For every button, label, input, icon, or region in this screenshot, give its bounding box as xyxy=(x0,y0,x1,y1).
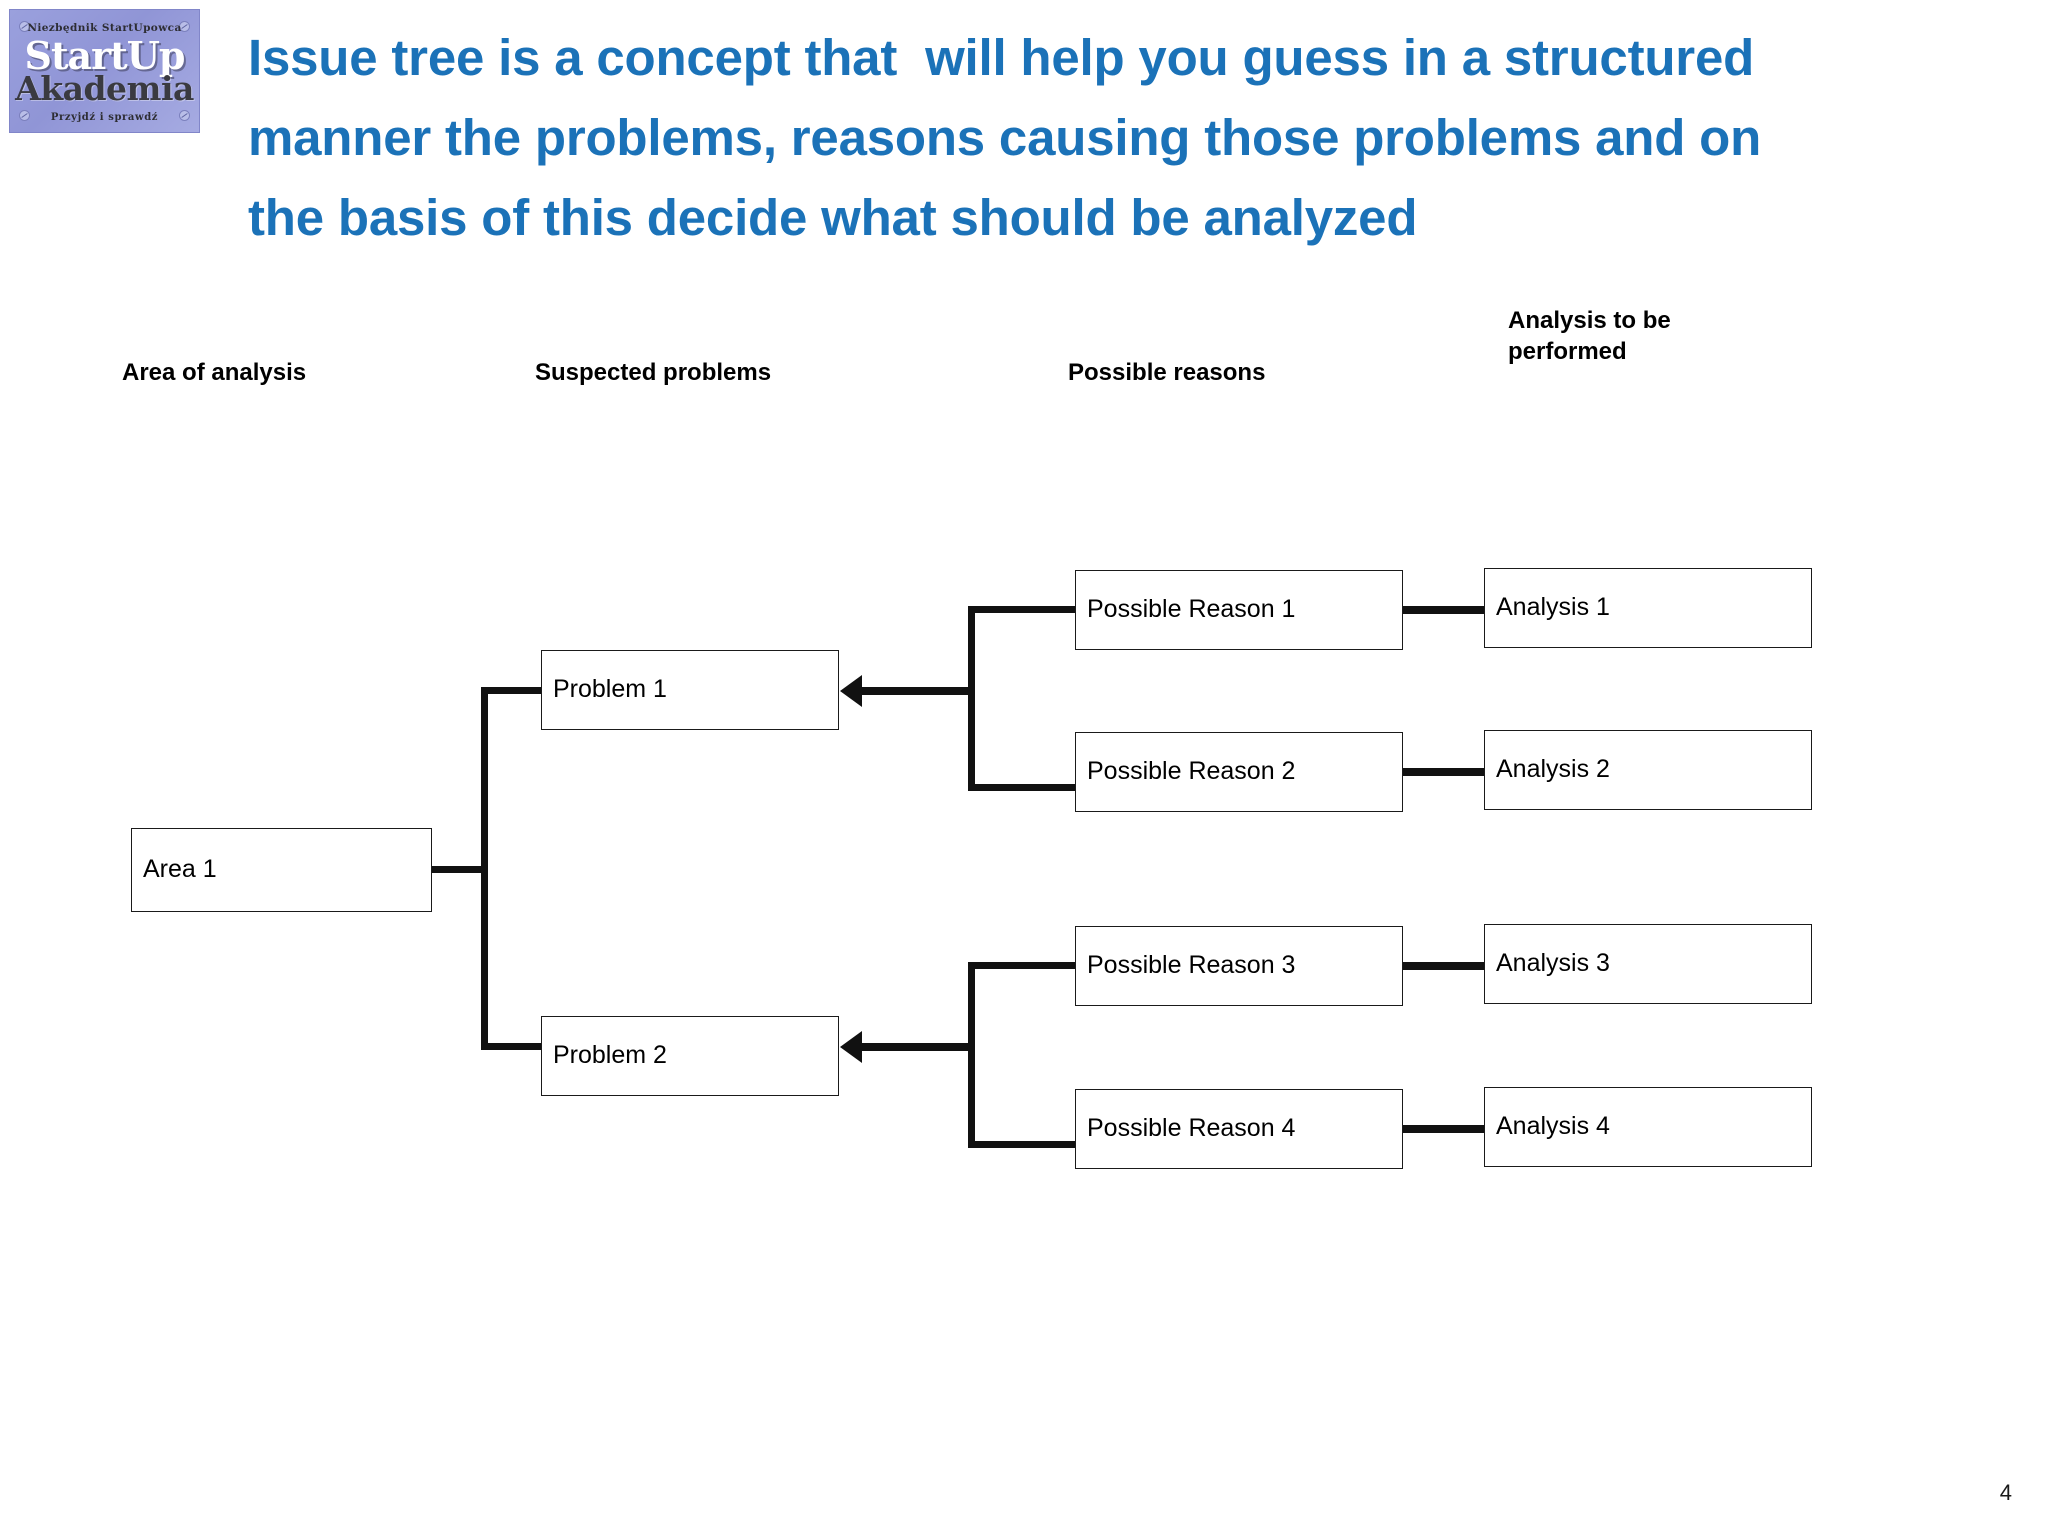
node-analysis-3-label: Analysis 3 xyxy=(1496,949,1610,978)
column-header-area-of-analysis: Area of analysis xyxy=(122,359,307,386)
screw-icon xyxy=(179,21,190,32)
slide-title: Issue tree is a concept that will help y… xyxy=(248,18,1988,258)
column-header-suspected-problems: Suspected problems xyxy=(535,359,772,386)
arrowhead-into-problem-2 xyxy=(840,1031,862,1063)
logo-word-startup: StartUp xyxy=(24,33,186,78)
node-analysis-2-label: Analysis 2 xyxy=(1496,755,1610,784)
connector-to-reason-4 xyxy=(968,1141,1076,1148)
screw-icon xyxy=(19,21,30,32)
startup-akademia-logo: Niezbędnik StartUpowca StartUp Akademia … xyxy=(9,9,200,133)
connector-trunk-to-problem-1 xyxy=(481,687,543,694)
column-header-analysis-line-2: performed xyxy=(1508,338,1627,365)
node-analysis-1[interactable]: Analysis 1 xyxy=(1484,568,1812,648)
connector-trunk-to-problem-2 xyxy=(481,1043,543,1050)
node-analysis-4[interactable]: Analysis 4 xyxy=(1484,1087,1812,1167)
connector-to-reason-2 xyxy=(968,784,1076,791)
screw-icon xyxy=(19,110,30,121)
node-area-1[interactable]: Area 1 xyxy=(131,828,432,912)
node-possible-reason-2-label: Possible Reason 2 xyxy=(1087,757,1296,786)
node-possible-reason-4[interactable]: Possible Reason 4 xyxy=(1075,1089,1403,1169)
node-problem-2-label: Problem 2 xyxy=(553,1041,667,1070)
node-analysis-1-label: Analysis 1 xyxy=(1496,593,1610,622)
logo-tagline-top: Niezbędnik StartUpowca xyxy=(27,22,182,34)
logo-tagline-bottom: Przyjdź i sprawdź xyxy=(50,112,159,123)
node-possible-reason-1-label: Possible Reason 1 xyxy=(1087,595,1296,624)
slide-title-line-2: manner the problems, reasons causing tho… xyxy=(248,109,1762,166)
logo-word-akademia: Akademia xyxy=(15,69,194,108)
connector-reasons-34-vertical xyxy=(968,962,975,1148)
page-number: 4 xyxy=(1999,1480,2012,1505)
node-problem-1[interactable]: Problem 1 xyxy=(541,650,839,730)
connector-to-reason-3 xyxy=(968,962,1076,969)
node-analysis-2[interactable]: Analysis 2 xyxy=(1484,730,1812,810)
connector-reasons-12-vertical xyxy=(968,606,975,791)
screw-icon xyxy=(179,110,190,121)
node-analysis-4-label: Analysis 4 xyxy=(1496,1112,1610,1141)
connector-trunk-vertical xyxy=(481,687,488,1050)
node-possible-reason-3-label: Possible Reason 3 xyxy=(1087,951,1296,980)
slide-title-line-1: Issue tree is a concept that will help y… xyxy=(248,29,1755,86)
slide-title-line-3: the basis of this decide what should be … xyxy=(248,189,1418,246)
connector-to-reason-1 xyxy=(968,606,1076,613)
connector-reasons-to-problem-1 xyxy=(862,687,972,695)
node-possible-reason-1[interactable]: Possible Reason 1 xyxy=(1075,570,1403,650)
column-header-analysis-line-1: Analysis to be xyxy=(1508,307,1671,334)
connector-reason-2-to-analysis-2 xyxy=(1398,768,1486,776)
node-problem-2[interactable]: Problem 2 xyxy=(541,1016,839,1096)
connector-reason-3-to-analysis-3 xyxy=(1398,962,1486,970)
connector-reason-4-to-analysis-4 xyxy=(1398,1125,1486,1133)
node-possible-reason-4-label: Possible Reason 4 xyxy=(1087,1114,1296,1143)
node-area-1-label: Area 1 xyxy=(143,855,217,884)
connector-reasons-to-problem-2 xyxy=(862,1043,972,1051)
connector-area-to-trunk xyxy=(430,866,488,873)
column-header-analysis-to-be-performed: Analysis to be performed xyxy=(1508,305,1768,367)
node-possible-reason-2[interactable]: Possible Reason 2 xyxy=(1075,732,1403,812)
node-possible-reason-3[interactable]: Possible Reason 3 xyxy=(1075,926,1403,1006)
node-analysis-3[interactable]: Analysis 3 xyxy=(1484,924,1812,1004)
connector-reason-1-to-analysis-1 xyxy=(1398,606,1486,614)
node-problem-1-label: Problem 1 xyxy=(553,675,667,704)
arrowhead-into-problem-1 xyxy=(840,675,862,707)
column-header-possible-reasons: Possible reasons xyxy=(1068,359,1266,386)
